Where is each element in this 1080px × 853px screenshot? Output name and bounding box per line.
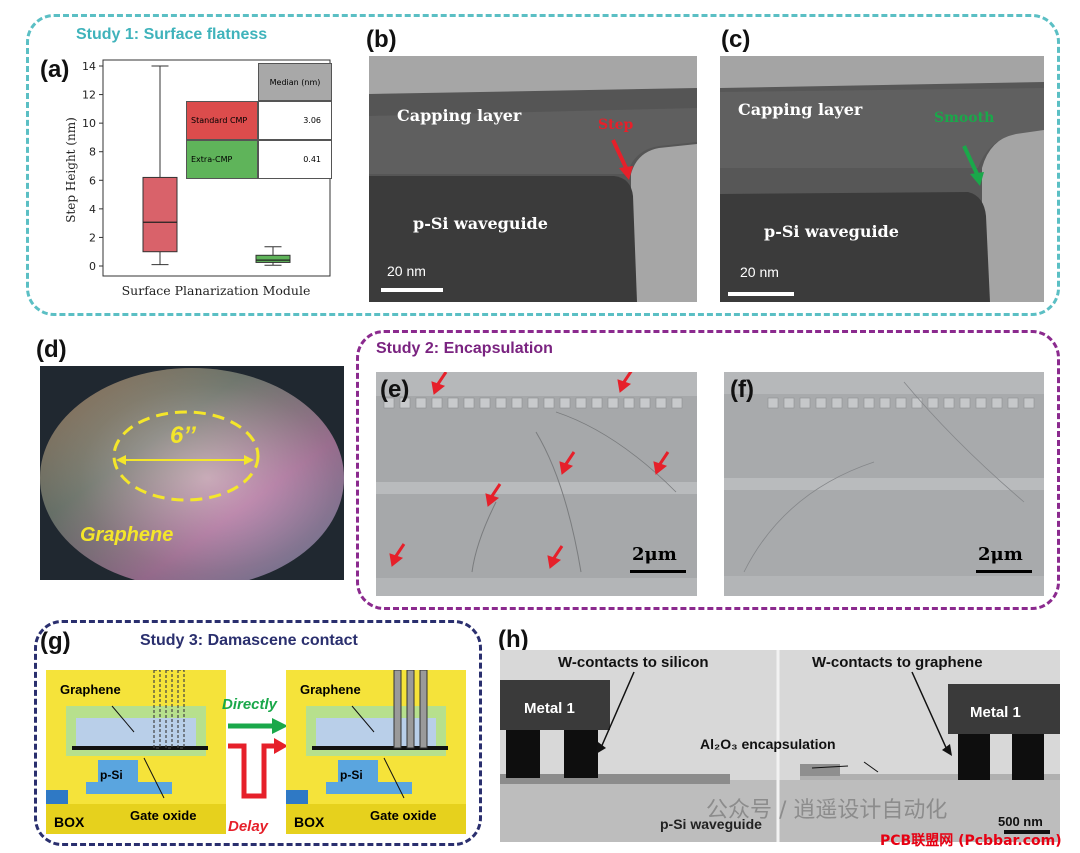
h-waveguide-label: p-Si waveguide — [660, 816, 762, 832]
schematic-left: Graphene p-Si Gate oxide BOX — [46, 669, 226, 834]
h-scale-label: 500 nm — [998, 814, 1043, 829]
size-ellipse — [112, 410, 260, 502]
green-arrow-icon — [962, 145, 984, 186]
wafer-size-label: 6’’ — [170, 422, 196, 449]
wafer-photo: 6’’ Graphene — [40, 366, 344, 580]
y-tick-label: 8 — [89, 146, 96, 159]
left-graphene-label: Graphene — [60, 682, 121, 697]
directly-label: Directly — [222, 696, 278, 713]
tem-image-b: Capping layer p-Si waveguide Step 20 nm — [369, 56, 697, 302]
tem-b-capping-label: Capping layer — [397, 106, 522, 125]
box-1 — [255, 254, 291, 263]
delay-arrow-icon — [228, 738, 288, 799]
study2-frame — [356, 330, 1060, 610]
graphene-label: Graphene — [80, 524, 174, 546]
tem-image-h: W-contacts to silicon W-contacts to grap… — [500, 650, 1060, 842]
sem-image-e: (e) 2μm — [376, 372, 697, 596]
study2-title: Study 2: Encapsulation — [376, 340, 553, 357]
y-tick-label: 0 — [89, 260, 96, 273]
study3-title: Study 3: Damascene contact — [140, 632, 358, 649]
study3-frame — [34, 620, 482, 846]
scale-label-f: 2μm — [978, 544, 1023, 565]
tem-b-step-label: Step — [598, 117, 634, 133]
scale-bar-c — [728, 292, 794, 296]
tem-c-capping-label: Capping layer — [738, 100, 863, 119]
schematic-right: Graphene p-Si Gate oxide BOX — [286, 669, 466, 834]
left-box-label: BOX — [54, 814, 85, 830]
table-value-extra: 0.41 — [258, 140, 332, 179]
h-metal-left: Metal 1 — [524, 700, 575, 717]
y-tick-label: 2 — [89, 231, 96, 244]
y-tick-label: 4 — [89, 203, 96, 216]
scale-label-b: 20 nm — [387, 263, 426, 279]
study1-frame — [26, 14, 1060, 316]
y-axis-label: Step Height (nm) — [64, 117, 78, 223]
y-tick-label: 14 — [82, 60, 96, 73]
tem-c-waveguide-label: p-Si waveguide — [764, 222, 899, 241]
scale-bar-b — [381, 288, 443, 292]
panel-label-c: (c) — [721, 26, 751, 53]
y-tick-label: 10 — [82, 117, 96, 130]
site-watermark: PCB联盟网 (Pcbbar.com) — [880, 833, 1062, 849]
directly-arrow-icon — [228, 718, 288, 734]
right-gate-oxide-label: Gate oxide — [370, 808, 437, 823]
y-tick-label: 6 — [89, 174, 96, 187]
tem-c-smooth-label: Smooth — [934, 110, 995, 126]
h-metal-right: Metal 1 — [970, 704, 1021, 721]
panel-label-b: (b) — [366, 26, 397, 53]
table-header-cell: Median (nm) — [258, 63, 332, 101]
left-gate-oxide-label: Gate oxide — [130, 808, 197, 823]
scale-bar-e — [630, 570, 686, 573]
table-value-standard: 3.06 — [258, 101, 332, 140]
delay-label: Delay — [228, 818, 269, 835]
study1-title: Study 1: Surface flatness — [76, 26, 268, 43]
left-psi-label: p-Si — [100, 768, 123, 782]
panel-label-a: (a) — [40, 56, 70, 83]
y-tick-label: 12 — [82, 89, 96, 102]
box-0 — [142, 176, 178, 253]
right-box-label: BOX — [294, 814, 325, 830]
right-graphene-label: Graphene — [300, 682, 361, 697]
right-psi-label: p-Si — [340, 768, 363, 782]
h-left-title: W-contacts to silicon — [558, 654, 709, 671]
panel-label-g: (g) — [40, 628, 71, 655]
h-scale-bar — [1004, 830, 1050, 834]
panel-label-h: (h) — [498, 626, 529, 653]
table-label-extra: Extra-CMP — [186, 140, 258, 179]
tem-image-c: Capping layer p-Si waveguide Smooth 20 n… — [720, 56, 1044, 302]
h-right-title: W-contacts to graphene — [812, 654, 983, 671]
tem-b-waveguide-label: p-Si waveguide — [413, 214, 548, 233]
median-table: Median (nm) Standard CMP 3.06 Extra-CMP … — [186, 63, 332, 179]
scale-bar-f — [976, 570, 1032, 573]
panel-label-d: (d) — [36, 336, 67, 363]
x-axis-label: Surface Planarization Module — [122, 283, 311, 298]
table-label-standard: Standard CMP — [186, 101, 258, 140]
defect-arrow-icon — [389, 372, 670, 569]
panel-label-f: (f) — [730, 376, 754, 403]
red-arrow-icon — [611, 139, 633, 180]
scale-label-c: 20 nm — [740, 264, 779, 280]
sem-image-f: (f) 2μm — [724, 372, 1044, 596]
wechat-watermark: 公众号 / 逍遥设计自动化 — [706, 798, 948, 823]
panel-label-e: (e) — [380, 376, 410, 403]
scale-label-e: 2μm — [632, 544, 677, 565]
h-encapsulation-label: Al₂O₃ encapsulation — [700, 736, 836, 752]
